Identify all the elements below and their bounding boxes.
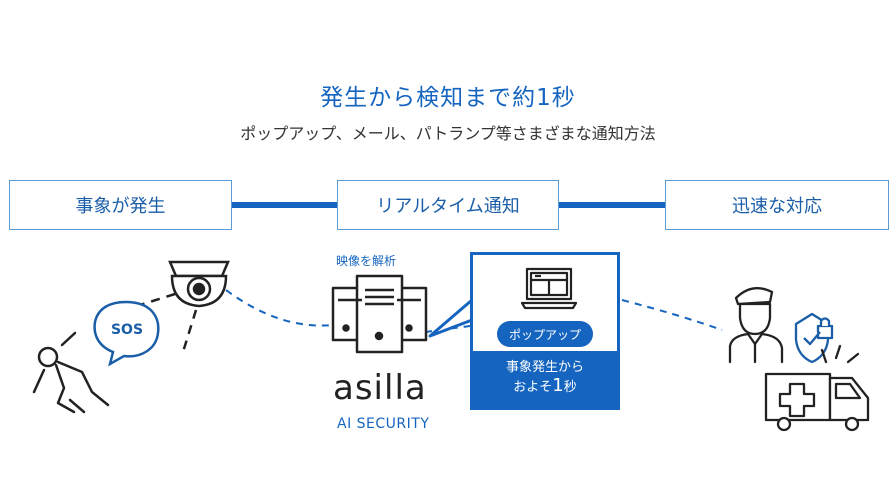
step-label: 迅速な対応 bbox=[732, 196, 822, 217]
dash-camera-view-2 bbox=[181, 309, 198, 353]
connector-2 bbox=[558, 202, 666, 208]
step-realtime-notify: リアルタイム通知 bbox=[337, 180, 559, 230]
step-label: リアルタイム通知 bbox=[376, 196, 520, 217]
popup-card: ポップアップ 事象発生から およそ1秒 bbox=[470, 252, 620, 410]
step-response: 迅速な対応 bbox=[665, 180, 889, 230]
connector-1 bbox=[232, 202, 338, 208]
page-subtitle: ポップアップ、メール、パトランプ等さまざまな通知方法 bbox=[240, 124, 656, 143]
popup-footer: 事象発生から およそ1秒 bbox=[473, 351, 617, 407]
dash-popup-to-guard bbox=[621, 299, 723, 331]
popup-foot-prefix: およそ bbox=[513, 380, 553, 395]
dash-camera-to-server bbox=[225, 289, 334, 327]
asilla-logo-sub: AI SECURITY bbox=[337, 416, 430, 432]
dash-camera-view-1 bbox=[139, 292, 176, 307]
laptop-icon bbox=[521, 267, 577, 310]
step-occurrence: 事象が発生 bbox=[9, 180, 232, 230]
popup-pill: ポップアップ bbox=[497, 321, 593, 347]
popup-foot-line2: およそ1秒 bbox=[473, 377, 617, 397]
step-label: 事象が発生 bbox=[75, 196, 166, 217]
sos-text: SOS bbox=[110, 322, 144, 338]
popup-foot-line1: 事象発生から bbox=[505, 360, 584, 375]
popup-foot-suffix: 秒 bbox=[563, 380, 577, 395]
asilla-logo: asilla bbox=[333, 368, 427, 408]
page-title: 発生から検知まで約1秒 bbox=[320, 85, 576, 111]
popup-foot-number: 1 bbox=[552, 375, 564, 396]
server-caption: 映像を解析 bbox=[336, 254, 397, 268]
